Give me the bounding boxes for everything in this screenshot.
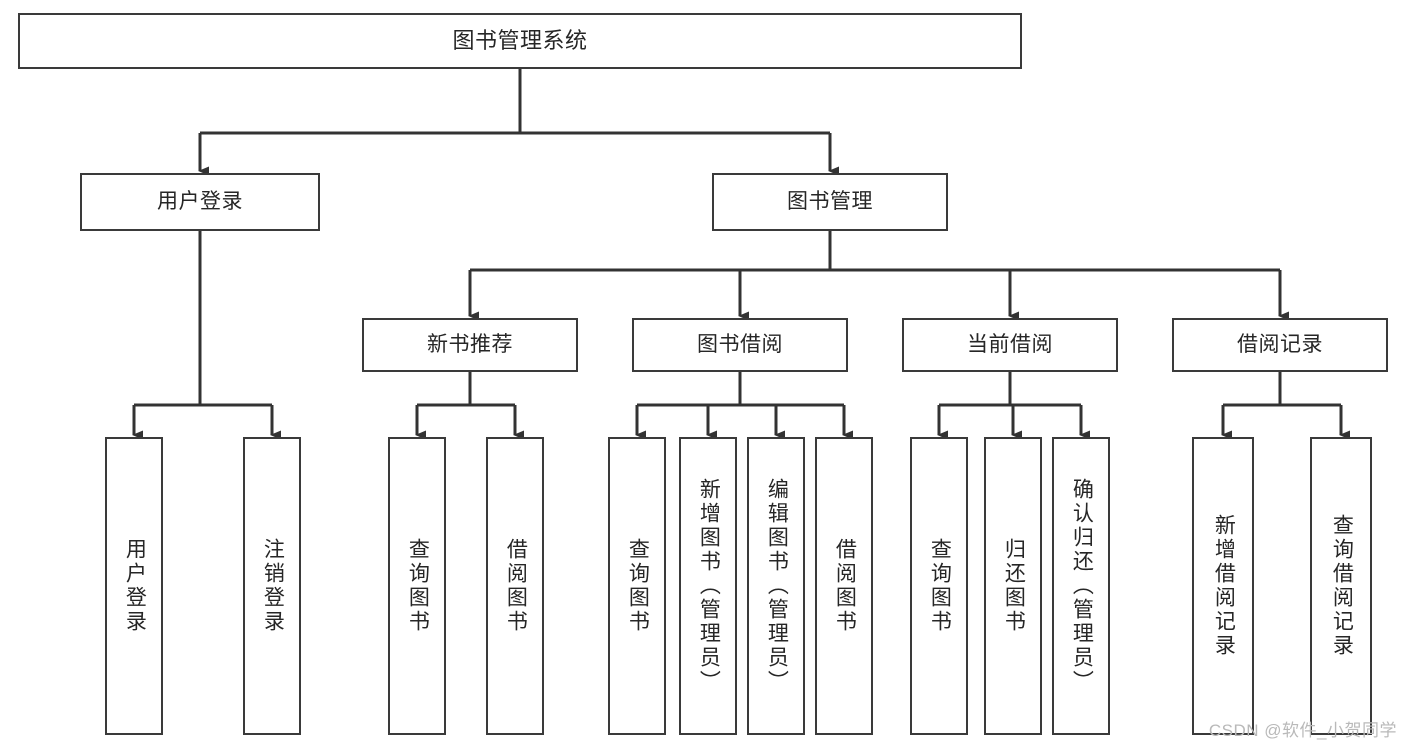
node-current-borrow-label: 当前借阅 bbox=[967, 332, 1053, 356]
node-borrow-record[interactable]: 借阅记录 bbox=[1172, 318, 1388, 372]
node-leaf-user-logout[interactable]: 注销登录 bbox=[243, 437, 301, 735]
node-leaf-add-book-label: 新增图书（管理员） bbox=[697, 478, 721, 694]
node-leaf-query-record-label: 查询借阅记录 bbox=[1330, 514, 1354, 658]
node-leaf-edit-book[interactable]: 编辑图书（管理员） bbox=[747, 437, 805, 735]
node-leaf-borrow-book-1[interactable]: 借阅图书 bbox=[486, 437, 544, 735]
node-current-borrow[interactable]: 当前借阅 bbox=[902, 318, 1118, 372]
node-leaf-return-book[interactable]: 归还图书 bbox=[984, 437, 1042, 735]
node-leaf-add-record[interactable]: 新增借阅记录 bbox=[1192, 437, 1254, 735]
node-leaf-user-login-label: 用户登录 bbox=[123, 538, 147, 634]
node-leaf-user-login[interactable]: 用户登录 bbox=[105, 437, 163, 735]
node-leaf-query-book-3-label: 查询图书 bbox=[928, 538, 952, 634]
node-user-login[interactable]: 用户登录 bbox=[80, 173, 320, 231]
node-book-manage[interactable]: 图书管理 bbox=[712, 173, 948, 231]
node-leaf-query-record[interactable]: 查询借阅记录 bbox=[1310, 437, 1372, 735]
watermark: CSDN @软件_小贺同学 bbox=[1208, 721, 1397, 740]
node-leaf-borrow-book-1-label: 借阅图书 bbox=[504, 538, 528, 634]
node-leaf-add-book[interactable]: 新增图书（管理员） bbox=[679, 437, 737, 735]
node-borrow-record-label: 借阅记录 bbox=[1237, 332, 1323, 356]
node-leaf-return-book-label: 归还图书 bbox=[1002, 538, 1026, 634]
node-leaf-borrow-book-2-label: 借阅图书 bbox=[833, 538, 857, 634]
node-leaf-confirm-return[interactable]: 确认归还（管理员） bbox=[1052, 437, 1110, 735]
node-leaf-borrow-book-2[interactable]: 借阅图书 bbox=[815, 437, 873, 735]
node-leaf-query-book-2-label: 查询图书 bbox=[626, 538, 650, 634]
node-leaf-confirm-return-label: 确认归还（管理员） bbox=[1070, 478, 1094, 694]
node-book-borrow[interactable]: 图书借阅 bbox=[632, 318, 848, 372]
node-leaf-query-book-1-label: 查询图书 bbox=[406, 538, 430, 634]
node-leaf-query-book-3[interactable]: 查询图书 bbox=[910, 437, 968, 735]
node-new-book-rec[interactable]: 新书推荐 bbox=[362, 318, 578, 372]
node-leaf-add-record-label: 新增借阅记录 bbox=[1212, 514, 1236, 658]
node-book-manage-label: 图书管理 bbox=[787, 189, 873, 213]
node-leaf-edit-book-label: 编辑图书（管理员） bbox=[765, 478, 789, 694]
node-root-label: 图书管理系统 bbox=[452, 28, 588, 54]
node-book-borrow-label: 图书借阅 bbox=[697, 332, 783, 356]
node-new-book-rec-label: 新书推荐 bbox=[427, 332, 513, 356]
node-user-login-label: 用户登录 bbox=[157, 189, 243, 213]
node-root[interactable]: 图书管理系统 bbox=[18, 13, 1022, 69]
node-leaf-user-logout-label: 注销登录 bbox=[261, 538, 285, 634]
node-leaf-query-book-2[interactable]: 查询图书 bbox=[608, 437, 666, 735]
node-leaf-query-book-1[interactable]: 查询图书 bbox=[388, 437, 446, 735]
